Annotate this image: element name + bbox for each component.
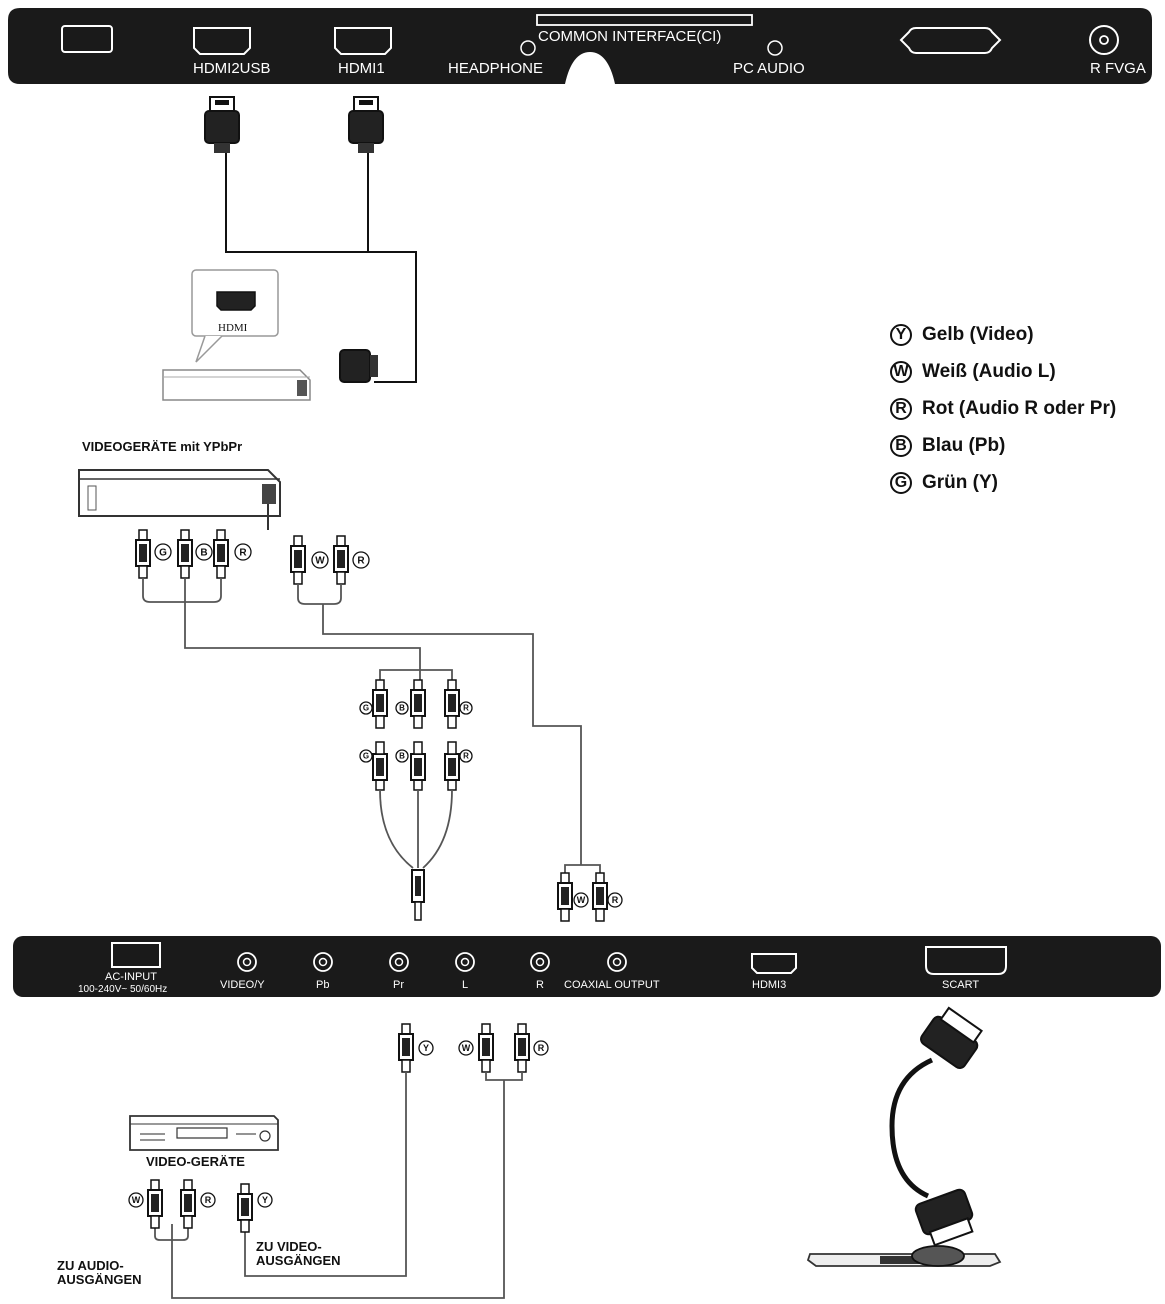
plug-code-badge: G xyxy=(154,543,172,561)
plug-code-badge: B xyxy=(395,749,409,763)
plug-code-badge: R xyxy=(533,1040,549,1056)
plug-code-badge: R xyxy=(607,892,623,908)
svg-text:Y: Y xyxy=(262,1195,268,1205)
video-out-caption-line2: AUSGÄNGEN xyxy=(256,1253,341,1268)
audio-out-caption-line1: ZU AUDIO- xyxy=(57,1258,124,1273)
legend-item-white: W Weiß (Audio L) xyxy=(890,353,1116,390)
svg-text:G: G xyxy=(363,752,369,761)
svg-text:B: B xyxy=(200,547,207,558)
svg-text:R: R xyxy=(463,752,469,761)
hdmi2usb-label: HDMI2USB xyxy=(193,60,271,77)
audio-out-caption-line2: AUSGÄNGEN xyxy=(57,1272,142,1287)
ac-input-port-icon xyxy=(111,942,161,968)
plug-code-badge: R xyxy=(352,551,370,569)
plug-code-badge: W xyxy=(573,892,589,908)
svg-text:R: R xyxy=(239,547,247,558)
legend-code-badge: Y xyxy=(890,323,912,346)
bottom-connector-panel: AC-INPUT 100-240V~ 50/60Hz VIDEO/Y Pb Pr… xyxy=(13,936,1161,997)
svg-text:Y: Y xyxy=(423,1043,429,1053)
legend-code-badge: R xyxy=(890,397,912,420)
svg-text:G: G xyxy=(363,704,369,713)
video-y-label: VIDEO/Y xyxy=(220,979,265,991)
legend-code-badge: G xyxy=(890,471,912,494)
hdmi-device-label: HDMI xyxy=(218,322,248,334)
ci-slot-icon xyxy=(536,14,753,26)
scart-port-icon xyxy=(925,946,1007,975)
plug-code-badge: G xyxy=(359,749,373,763)
r-label: R xyxy=(536,979,544,991)
plug-code-badge: R xyxy=(459,701,473,715)
legend-item-text: Weiß (Audio L) xyxy=(922,360,1056,382)
top-connector-panel: HDMI2USB HDMI1 HEADPHONE COMMON INTERFAC… xyxy=(8,8,1152,84)
scart-cable xyxy=(806,1006,1002,1267)
av-video-device xyxy=(129,1115,279,1151)
hdmi1-label: HDMI1 xyxy=(338,60,385,77)
hdmi3-label: HDMI3 xyxy=(752,979,786,991)
svg-text:B: B xyxy=(399,752,405,761)
rf-vga-label: R FVGA xyxy=(1090,60,1146,77)
plug-code-badge: W xyxy=(311,551,329,569)
svg-text:W: W xyxy=(462,1043,471,1053)
svg-text:R: R xyxy=(357,555,365,566)
plug-code-badge: B xyxy=(395,701,409,715)
legend-item-text: Grün (Y) xyxy=(922,471,998,493)
hdmi-cable-assembly xyxy=(204,96,417,383)
ypbpr-device-caption: VIDEOGERÄTE mit YPbPr xyxy=(82,439,243,454)
legend-item-text: Rot (Audio R oder Pr) xyxy=(922,397,1117,419)
svg-text:W: W xyxy=(132,1195,141,1205)
pc-audio-jack-icon xyxy=(767,40,783,56)
l-label: L xyxy=(462,979,468,991)
legend-item-text: Gelb (Video) xyxy=(922,323,1034,345)
svg-text:R: R xyxy=(612,895,619,905)
svg-text:W: W xyxy=(577,895,586,905)
svg-text:B: B xyxy=(399,704,405,713)
coaxial-output-label: COAXIAL OUTPUT xyxy=(564,979,660,991)
headphone-label: HEADPHONE xyxy=(448,60,543,77)
headphone-jack-icon xyxy=(520,40,536,56)
legend-item-blue: B Blau (Pb) xyxy=(890,427,1116,464)
hdmi1-port-icon xyxy=(334,27,392,55)
pc-audio-label: PC AUDIO xyxy=(733,60,805,77)
usb-port-icon xyxy=(61,25,113,53)
ac-spec-label: 100-240V~ 50/60Hz xyxy=(78,984,167,995)
legend-item-green: G Grün (Y) xyxy=(890,464,1116,501)
svg-text:R: R xyxy=(205,1195,212,1205)
svg-text:R: R xyxy=(463,704,469,713)
component-plug-group xyxy=(372,679,460,791)
svg-text:R: R xyxy=(538,1043,545,1053)
plug-code-badge: G xyxy=(359,701,373,715)
common-interface-label: COMMON INTERFACE(CI) xyxy=(538,28,721,45)
pr-label: Pr xyxy=(393,979,404,991)
plug-code-badge: R xyxy=(234,543,252,561)
legend-item-text: Blau (Pb) xyxy=(922,434,1006,456)
legend-code-badge: W xyxy=(890,360,912,383)
legend-code-badge: B xyxy=(890,434,912,457)
plug-code-badge: R xyxy=(459,749,473,763)
svg-text:W: W xyxy=(315,555,325,566)
scart-label: SCART xyxy=(942,979,979,991)
svg-text:G: G xyxy=(159,547,167,558)
video-out-caption-line1: ZU VIDEO- xyxy=(256,1239,322,1254)
plug-code-badge: R xyxy=(200,1192,216,1208)
hdmi-source-device: HDMI xyxy=(162,269,311,401)
legend-item-yellow: Y Gelb (Video) xyxy=(890,316,1116,353)
pb-label: Pb xyxy=(316,979,329,991)
legend-item-red: R Rot (Audio R oder Pr) xyxy=(890,390,1116,427)
hdmi3-port-icon xyxy=(751,953,797,974)
plug-code-badge: B xyxy=(195,543,213,561)
hdmi2usb-port-icon xyxy=(193,27,251,55)
rf-port-icon xyxy=(1089,25,1119,55)
vga-port-icon xyxy=(899,27,1002,54)
ypbpr-video-device xyxy=(78,469,281,530)
plug-code-badge: W xyxy=(458,1040,474,1056)
plug-code-badge: W xyxy=(128,1192,144,1208)
plug-code-badge: Y xyxy=(257,1192,273,1208)
ac-input-label: AC-INPUT xyxy=(105,971,157,983)
hdmi-port-icon xyxy=(216,291,256,311)
color-legend: Y Gelb (Video) W Weiß (Audio L) R Rot (A… xyxy=(890,316,1116,501)
video-devices-caption: VIDEO-GERÄTE xyxy=(146,1154,245,1169)
plug-code-badge: Y xyxy=(418,1040,434,1056)
